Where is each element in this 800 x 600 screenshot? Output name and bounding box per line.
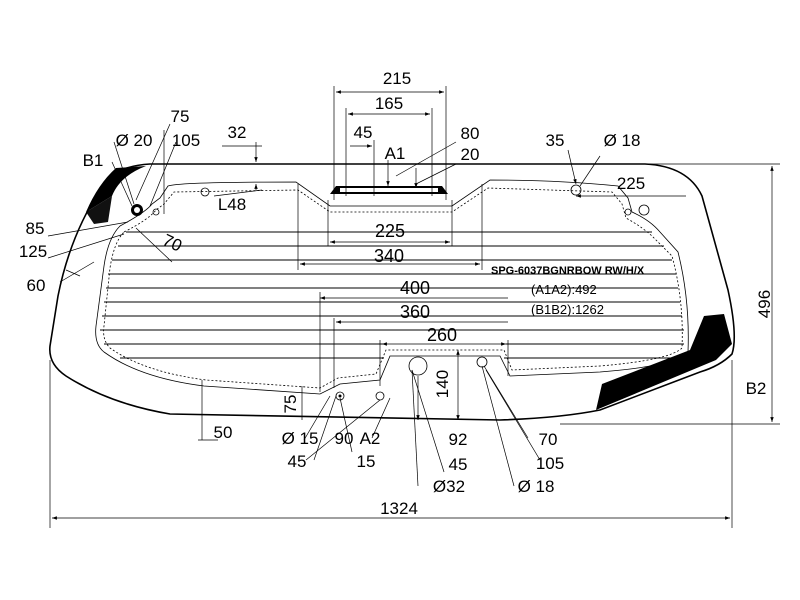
dim-left-105: 105 — [172, 131, 200, 150]
label-a1: A1 — [385, 144, 406, 163]
hole-bottom-small-circle — [375, 391, 385, 401]
dim-bot-50: 50 — [214, 423, 233, 442]
hole-center-small-circle — [476, 356, 488, 368]
ceramic-corner-right — [596, 314, 732, 410]
hole-left-top-circle — [200, 187, 210, 197]
hole-left-small-circle — [152, 208, 160, 216]
label-b2: B2 — [746, 379, 767, 398]
dim-top-80: 80 — [461, 124, 480, 143]
dim-bot-105: 105 — [536, 454, 564, 473]
dim-mid-400: 400 — [400, 278, 430, 298]
heated-area-outline — [95, 179, 689, 395]
glass-outline — [49, 163, 736, 421]
hole-a2-dot — [338, 394, 342, 398]
dim-left-125: 125 — [19, 242, 47, 261]
dim-left-32: 32 — [228, 123, 247, 142]
label-b1: B1 — [83, 151, 104, 170]
part-code: SPG-6037BGNRBOW RW/H/X — [491, 265, 645, 277]
dim-bot-70: 70 — [539, 430, 558, 449]
hole-center-large-circle — [408, 356, 428, 376]
dim-mid-340: 340 — [374, 246, 404, 266]
dim-top-20: 20 — [461, 145, 480, 164]
ceramic-corner-left — [86, 166, 146, 212]
dim-bot-dia18: Ø 18 — [518, 477, 555, 496]
dim-right-35: 35 — [546, 131, 565, 150]
dim-bot-45a: 45 — [288, 452, 307, 471]
dim-right-dia18: Ø 18 — [604, 131, 641, 150]
dim-left-85: 85 — [26, 219, 45, 238]
dim-overall-height: 496 — [755, 290, 774, 318]
part-a1a2: (A1A2):492 — [531, 282, 597, 297]
hole-b1-inner — [134, 207, 140, 213]
dim-left-dia20: Ø 20 — [116, 131, 153, 150]
hole-right-circle — [638, 204, 650, 216]
hole-right-top-circle — [570, 184, 582, 196]
dimension-lines — [47, 86, 780, 528]
dim-overall-width: 1324 — [380, 499, 418, 518]
dim-bot-140: 140 — [433, 370, 452, 398]
dim-mid-260: 260 — [427, 325, 457, 345]
hole-right-small-circle — [624, 208, 632, 216]
dim-bot-dia32: Ø32 — [433, 477, 465, 496]
dim-top-165: 165 — [375, 94, 403, 113]
dim-top-45: 45 — [354, 123, 373, 142]
dim-left-60: 60 — [27, 276, 46, 295]
stop-lamp-inner — [340, 188, 438, 192]
part-b1b2: (B1B2):1262 — [531, 302, 604, 317]
dim-left-70: 70 — [160, 230, 185, 255]
dim-bot-15: 15 — [357, 452, 376, 471]
heater-lines — [100, 231, 684, 359]
dim-bot-45b: 45 — [449, 455, 468, 474]
dim-mid-360: 360 — [400, 302, 430, 322]
dim-bot-dia15: Ø 15 — [282, 429, 319, 448]
dim-bot-75: 75 — [281, 395, 300, 414]
dim-bot-92: 92 — [449, 430, 468, 449]
dim-left-75: 75 — [171, 107, 190, 126]
ceramic-corner-left-lower — [86, 196, 112, 224]
dim-top-215: 215 — [383, 69, 411, 88]
dim-left-l48: L48 — [218, 195, 246, 214]
label-a2: A2 — [360, 429, 381, 448]
dim-right-225: 225 — [617, 174, 645, 193]
dim-mid-225: 225 — [375, 221, 405, 241]
dim-bot-90: 90 — [335, 429, 354, 448]
